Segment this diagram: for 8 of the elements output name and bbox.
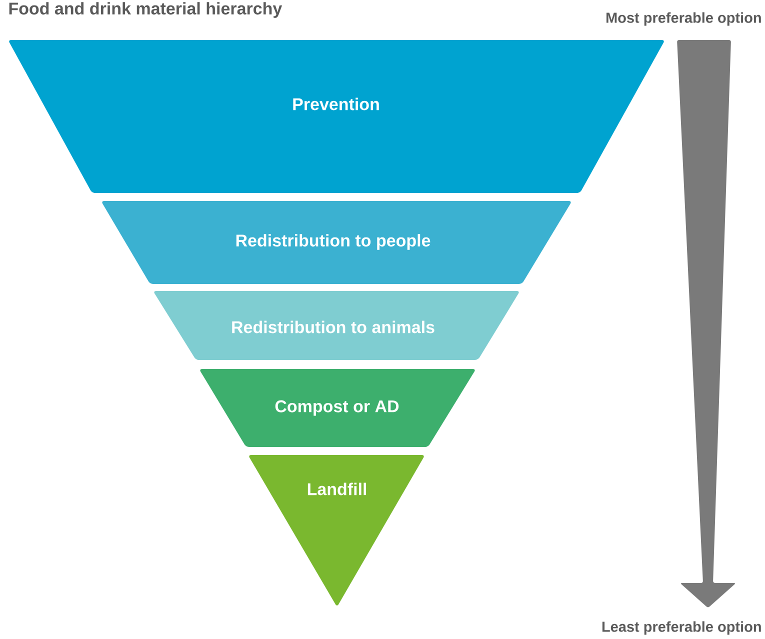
trapezoid-band: Redistribution to people	[102, 201, 571, 284]
option-label: Most preferable option	[606, 12, 761, 26]
option-label: Least preferable option	[602, 621, 761, 635]
trapezoid-band: Compost or AD	[200, 369, 475, 447]
triangle-band: Landfill	[249, 455, 424, 606]
title: Food and drink material hierarchy	[9, 2, 282, 18]
trapezoid-band: Prevention	[9, 40, 664, 193]
trapezoid-band: Redistribution to animals	[154, 291, 519, 360]
